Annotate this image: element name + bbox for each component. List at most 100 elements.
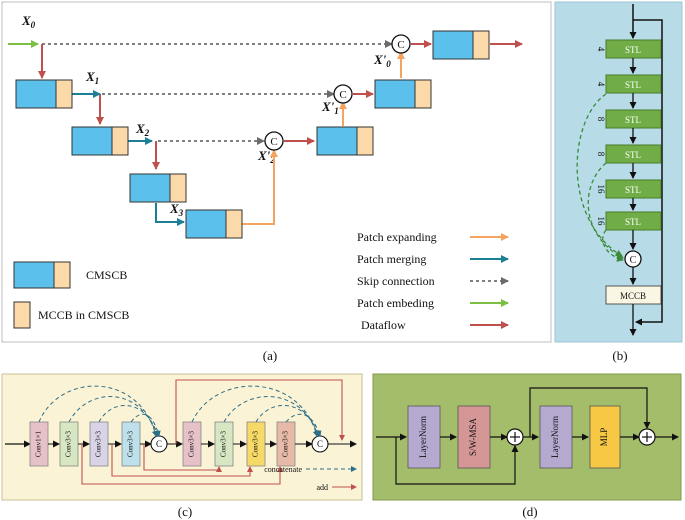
stl-number-3: 8	[596, 117, 606, 122]
panel-a: X0 X1 X2 X3 X'0 X'1 X'2	[1, 1, 552, 363]
label-x3: X3	[169, 201, 184, 218]
cmscb-block-dec1	[316, 126, 374, 156]
svg-text:C: C	[270, 136, 277, 148]
patch-merging-3	[155, 203, 185, 226]
panel-b: STL STL STL STL STL STL 4 4 8 8 16 16 C …	[554, 1, 683, 363]
legend-add: add	[316, 483, 357, 492]
panel-c: Conv1×1 Conv3×3 Conv3×3 Conv3×3 Conv3×3 …	[1, 373, 363, 519]
stl-residual-path	[633, 19, 663, 326]
cmscb-block-dec2	[374, 79, 432, 109]
label-x1: X1	[85, 69, 99, 86]
stl-skip-arc-2	[587, 162, 624, 259]
concat-arc-2	[68, 396, 159, 437]
label-x2: X2	[135, 121, 150, 138]
stl-block-5: STL	[605, 179, 662, 199]
svg-text:C: C	[397, 39, 404, 51]
caption-c: (c)	[178, 504, 192, 519]
legend-concatenate: concatenate	[264, 465, 357, 474]
patch-expanding-1	[242, 149, 278, 225]
svg-text:STL: STL	[625, 185, 641, 195]
concat-arc-3	[98, 404, 160, 437]
svg-text:C: C	[630, 255, 637, 266]
legend-patch-expanding: Patch expanding	[357, 230, 509, 244]
stl-number-4: 8	[596, 152, 606, 157]
svg-text:Patch expanding: Patch expanding	[357, 230, 437, 244]
svg-text:C: C	[156, 439, 162, 449]
legend-cmscb: CMSCB	[13, 261, 127, 289]
svg-text:MLP: MLP	[599, 428, 609, 447]
stl-concat-node: C	[624, 250, 642, 268]
stl-number-6: 16	[596, 217, 606, 227]
concat-arc-4	[130, 413, 161, 437]
legend-dataflow: Dataflow	[361, 318, 509, 332]
legend-mccb: MCCB in CMSCB	[13, 301, 129, 329]
mccb-concat-node-2: C	[311, 435, 329, 453]
cmscb-block-bottleneck	[185, 209, 243, 239]
label-x2-prime: X'2	[257, 148, 275, 165]
caption-b: (b)	[612, 348, 627, 363]
panel-b-frame	[554, 1, 683, 343]
add-path-top	[175, 379, 345, 444]
stl-skip-arc-3	[602, 229, 624, 262]
conv-block-2: Conv3×3	[59, 421, 79, 467]
svg-text:STL: STL	[625, 217, 641, 227]
add-node-1	[506, 428, 524, 446]
conv-block-4: Conv3×3	[121, 421, 141, 467]
svg-text:STL: STL	[625, 115, 641, 125]
legend-skip-connection: Skip connection	[357, 274, 509, 288]
cmscb-block-enc3	[129, 173, 187, 203]
concat-node-0: C	[391, 34, 411, 54]
stl-block-6: STL	[605, 211, 662, 231]
legend-patch-merging: Patch merging	[357, 252, 509, 266]
legend-patch-embeding: Patch embeding	[357, 296, 509, 310]
svg-text:Conv3×3: Conv3×3	[220, 430, 228, 457]
svg-text:MCCB in CMSCB: MCCB in CMSCB	[38, 308, 129, 322]
stl-number-5: 16	[596, 185, 606, 195]
caption-d: (d)	[522, 504, 537, 519]
mccb-concat-node-1: C	[150, 435, 168, 453]
svg-text:MCCB: MCCB	[620, 291, 646, 301]
add-node-2	[638, 428, 656, 446]
svg-text:S/W-MSA: S/W-MSA	[468, 417, 478, 456]
mlp-block: MLP	[589, 405, 621, 469]
svg-text:CMSCB: CMSCB	[86, 268, 127, 282]
label-x0-prime: X'0	[373, 52, 391, 69]
concat-arc-8	[285, 413, 322, 437]
swmsa-block: S/W-MSA	[457, 405, 491, 469]
svg-text:Conv3×3: Conv3×3	[282, 430, 290, 457]
layernorm-block-1: LayerNorm	[407, 405, 441, 469]
stl-block-1: STL	[605, 39, 662, 59]
cmscb-block-dec3	[432, 30, 490, 60]
mccb-block: MCCB	[605, 285, 662, 305]
svg-text:C: C	[339, 89, 346, 101]
concat-arc-5	[191, 385, 319, 437]
conv-block-7: Conv3×3	[246, 421, 266, 467]
concat-arc-7	[255, 404, 321, 437]
label-x0: X0	[21, 13, 36, 30]
caption-a: (a)	[263, 348, 277, 363]
add-path-2	[111, 444, 253, 477]
swin-residual-2	[529, 387, 651, 437]
svg-text:concatenate: concatenate	[264, 465, 302, 474]
stl-number-2: 4	[596, 82, 606, 87]
svg-text:LayerNorm: LayerNorm	[550, 416, 560, 458]
stl-block-3: STL	[605, 109, 662, 129]
svg-text:Patch embeding: Patch embeding	[357, 296, 434, 310]
panel-c-frame	[1, 373, 363, 501]
conv-block-6: Conv3×3	[214, 421, 234, 467]
svg-text:LayerNorm: LayerNorm	[418, 416, 428, 458]
label-x1-prime: X'1	[321, 99, 339, 116]
swin-residual-1	[395, 437, 519, 485]
svg-text:C: C	[317, 439, 323, 449]
stl-block-2: STL	[605, 74, 662, 94]
concat-arc-6	[223, 396, 320, 437]
panel-d: LayerNorm S/W-MSA LayerNorm MLP (d)	[372, 373, 682, 519]
add-path-3	[143, 444, 222, 472]
conv-block-1: Conv1×1	[29, 421, 49, 467]
cmscb-block-enc2	[71, 126, 129, 156]
cmscb-block-enc1	[15, 79, 73, 109]
svg-text:STL: STL	[625, 150, 641, 160]
conv-block-3: Conv3×3	[89, 421, 109, 467]
stl-number-1: 4	[596, 47, 606, 52]
